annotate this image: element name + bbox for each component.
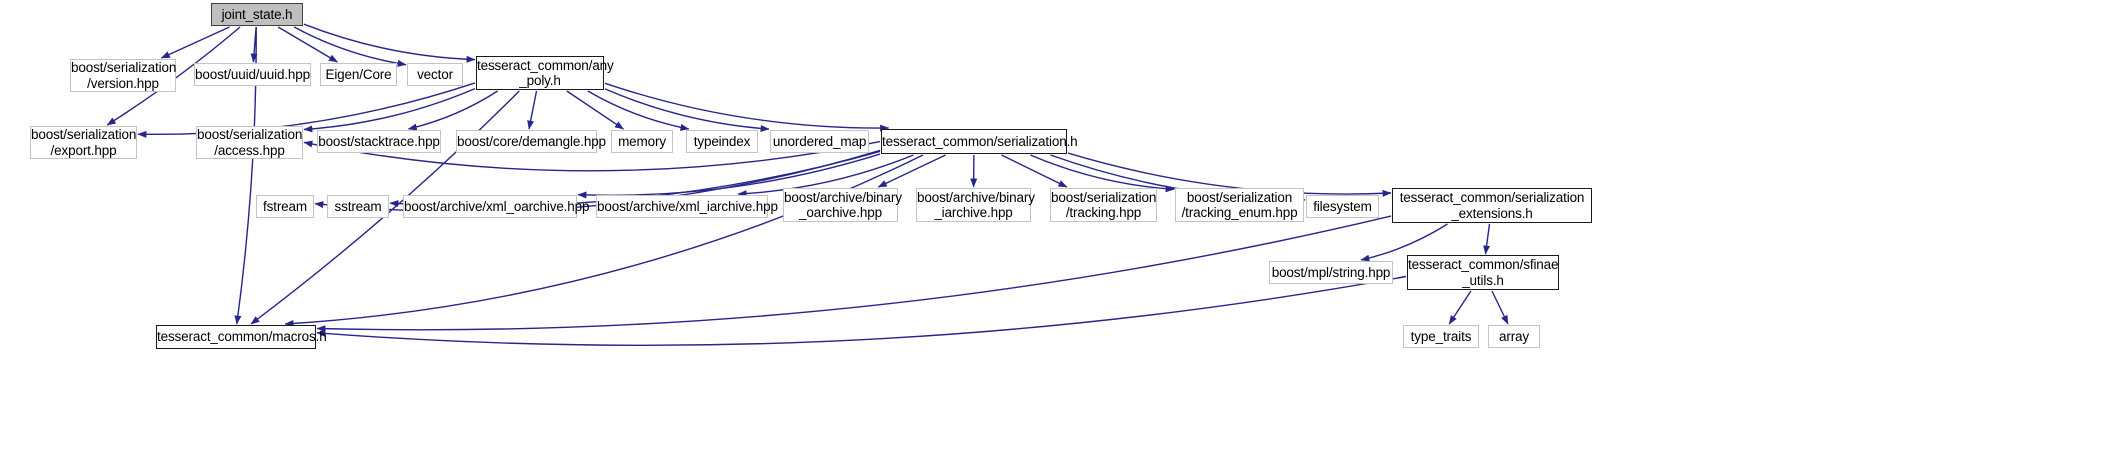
- graph-node-label: boost/core/demangle.hpp: [457, 133, 606, 149]
- graph-edge-any_poly-to-unordered_map: [604, 88, 770, 132]
- graph-node-label: type_traits: [1410, 328, 1472, 344]
- edges-group: [106, 23, 1509, 346]
- graph-node-label: tesseract_common/any _poly.h: [477, 57, 614, 88]
- graph-node-boost_demangle[interactable]: boost/core/demangle.hpp: [456, 130, 606, 153]
- graph-edge-serialization_h-to-macros_h: [284, 154, 924, 327]
- graph-node-label: boost/uuid/uuid.hpp: [195, 66, 310, 82]
- graph-node-label: tesseract_common/serialization.h: [882, 133, 1078, 149]
- graph-node-xml_iarchive[interactable]: boost/archive/xml_iarchive.hpp: [596, 195, 778, 218]
- graph-node-any_poly[interactable]: tesseract_common/any _poly.h: [476, 56, 614, 90]
- graph-node-boost_ser_access[interactable]: boost/serialization /access.hpp: [196, 126, 303, 159]
- graph-edge-any_poly-to-boost_stacktrace: [407, 90, 499, 131]
- graph-node-label: boost/serialization /export.hpp: [31, 127, 137, 158]
- graph-edge-joint_state-to-boost_ser_version: [160, 26, 230, 59]
- graph-node-label: boost/stacktrace.hpp: [318, 133, 440, 149]
- graph-node-label: boost/archive/xml_iarchive.hpp: [597, 198, 778, 214]
- graph-node-label: tesseract_common/serialization _extensio…: [1399, 190, 1585, 221]
- graph-edge-any_poly-to-typeindex: [587, 90, 690, 131]
- graph-node-label: boost/archive/binary _iarchive.hpp: [917, 189, 1035, 220]
- graph-node-label: fstream: [263, 198, 307, 214]
- graph-node-label: boost/serialization /access.hpp: [197, 127, 303, 158]
- graph-node-boost_ser_export[interactable]: boost/serialization /export.hpp: [30, 126, 137, 159]
- graph-node-xml_oarchive[interactable]: boost/archive/xml_oarchive.hpp: [403, 195, 590, 218]
- graph-node-joint_state[interactable]: joint_state.h: [211, 3, 303, 26]
- graph-edge-sfinae_utils-to-macros_h: [316, 275, 1407, 346]
- graph-node-boost_ser_tracking[interactable]: boost/serialization /tracking.hpp: [1050, 188, 1157, 222]
- graph-edge-serialization_ext-to-macros_h: [316, 215, 1392, 333]
- graph-edge-any_poly-to-memory: [566, 90, 624, 130]
- graph-node-label: joint_state.h: [221, 6, 293, 22]
- graph-edge-sfinae_utils-to-array: [1491, 290, 1509, 325]
- graph-node-label: boost/archive/binary _oarchive.hpp: [784, 189, 902, 220]
- graph-node-typeindex[interactable]: typeindex: [686, 130, 758, 153]
- graph-node-boost_ser_tracking_enum[interactable]: boost/serialization /tracking_enum.hpp: [1175, 188, 1304, 222]
- graph-edge-serialization_h-to-binary_oarchive: [877, 154, 946, 188]
- graph-node-label: array: [1498, 328, 1529, 344]
- graph-node-label: typeindex: [693, 133, 751, 149]
- graph-node-label: tesseract_common/sfinae _utils.h: [1408, 257, 1559, 288]
- graph-node-eigen_core[interactable]: Eigen/Core: [320, 63, 397, 86]
- graph-node-boost_mpl_string[interactable]: boost/mpl/string.hpp: [1269, 261, 1393, 284]
- graph-node-boost_stacktrace[interactable]: boost/stacktrace.hpp: [317, 130, 441, 153]
- graph-node-fstream[interactable]: fstream: [256, 195, 314, 218]
- graph-edge-joint_state-to-any_poly: [303, 23, 476, 63]
- graph-node-boost_uuid[interactable]: boost/uuid/uuid.hpp: [194, 63, 311, 86]
- graph-edge-joint_state-to-boost_uuid: [250, 26, 258, 63]
- graph-node-label: vector: [417, 66, 453, 82]
- graph-edge-sfinae_utils-to-type_traits: [1448, 290, 1472, 325]
- graph-edge-serialization_h-to-boost_ser_tracking_enum: [1030, 154, 1175, 193]
- graph-edge-joint_state-to-vector: [293, 26, 407, 67]
- graph-edge-serialization_h-to-boost_ser_tracking: [1001, 154, 1068, 188]
- graph-edge-serialization_ext-to-sfinae_utils: [1483, 223, 1491, 255]
- graph-node-macros_h[interactable]: tesseract_common/macros.h: [156, 325, 327, 349]
- graph-node-label: sstream: [334, 198, 382, 214]
- graph-edge-any_poly-to-boost_ser_access: [303, 87, 476, 133]
- graph-node-sstream[interactable]: sstream: [327, 195, 389, 218]
- graph-node-boost_ser_version[interactable]: boost/serialization /version.hpp: [70, 59, 176, 92]
- graph-node-label: boost/serialization /version.hpp: [71, 60, 177, 91]
- graph-node-label: filesystem: [1313, 198, 1372, 214]
- graph-node-memory[interactable]: memory: [611, 130, 673, 153]
- graph-edge-any_poly-to-boost_demangle: [527, 90, 538, 130]
- graph-node-serialization_ext[interactable]: tesseract_common/serialization _extensio…: [1392, 188, 1592, 223]
- graph-node-serialization_h[interactable]: tesseract_common/serialization.h: [881, 129, 1078, 154]
- graph-node-label: unordered_map: [772, 133, 867, 149]
- graph-edge-joint_state-to-eigen_core: [277, 26, 338, 63]
- graph-node-label: boost/serialization /tracking.hpp: [1051, 189, 1157, 220]
- graph-node-label: Eigen/Core: [325, 66, 392, 82]
- graph-node-label: boost/serialization /tracking_enum.hpp: [1181, 189, 1298, 220]
- graph-node-label: boost/mpl/string.hpp: [1271, 264, 1391, 280]
- graph-edge-any_poly-to-boost_ser_export: [137, 82, 476, 138]
- graph-node-binary_iarchive[interactable]: boost/archive/binary _iarchive.hpp: [916, 188, 1035, 222]
- graph-node-label: tesseract_common/macros.h: [157, 329, 327, 345]
- graph-node-label: memory: [618, 133, 666, 149]
- graph-node-array[interactable]: array: [1488, 325, 1540, 348]
- graph-node-unordered_map[interactable]: unordered_map: [770, 130, 869, 153]
- graph-edge-any_poly-to-serialization_h: [604, 82, 890, 132]
- graph-node-vector[interactable]: vector: [407, 63, 463, 86]
- graph-node-sfinae_utils[interactable]: tesseract_common/sfinae _utils.h: [1407, 255, 1559, 290]
- graph-node-label: boost/archive/xml_oarchive.hpp: [404, 198, 590, 214]
- graph-node-binary_oarchive[interactable]: boost/archive/binary _oarchive.hpp: [783, 188, 902, 222]
- graph-node-filesystem[interactable]: filesystem: [1306, 195, 1379, 218]
- graph-node-type_traits[interactable]: type_traits: [1403, 325, 1479, 348]
